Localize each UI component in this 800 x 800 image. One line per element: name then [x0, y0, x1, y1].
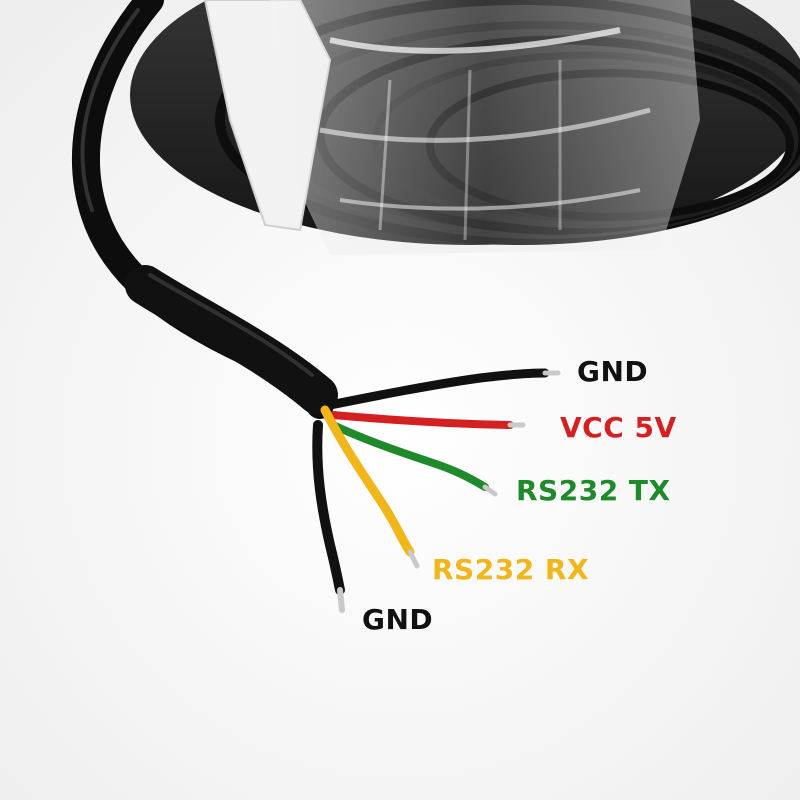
wire-vcc — [329, 411, 526, 429]
wire-tx — [329, 421, 498, 497]
wire-rx — [320, 405, 420, 569]
label-gnd-top: GND — [577, 355, 649, 388]
cable-coil — [130, 0, 800, 255]
wire-gnd-top — [325, 368, 561, 410]
main-cable — [72, 0, 338, 419]
label-gnd-bottom: GND — [362, 603, 434, 636]
wire-gnd-bottom — [312, 420, 345, 613]
label-vcc-5v: VCC 5V — [560, 411, 677, 444]
label-rs232-tx: RS232 TX — [516, 474, 671, 507]
label-rs232-rx: RS232 RX — [432, 553, 590, 586]
